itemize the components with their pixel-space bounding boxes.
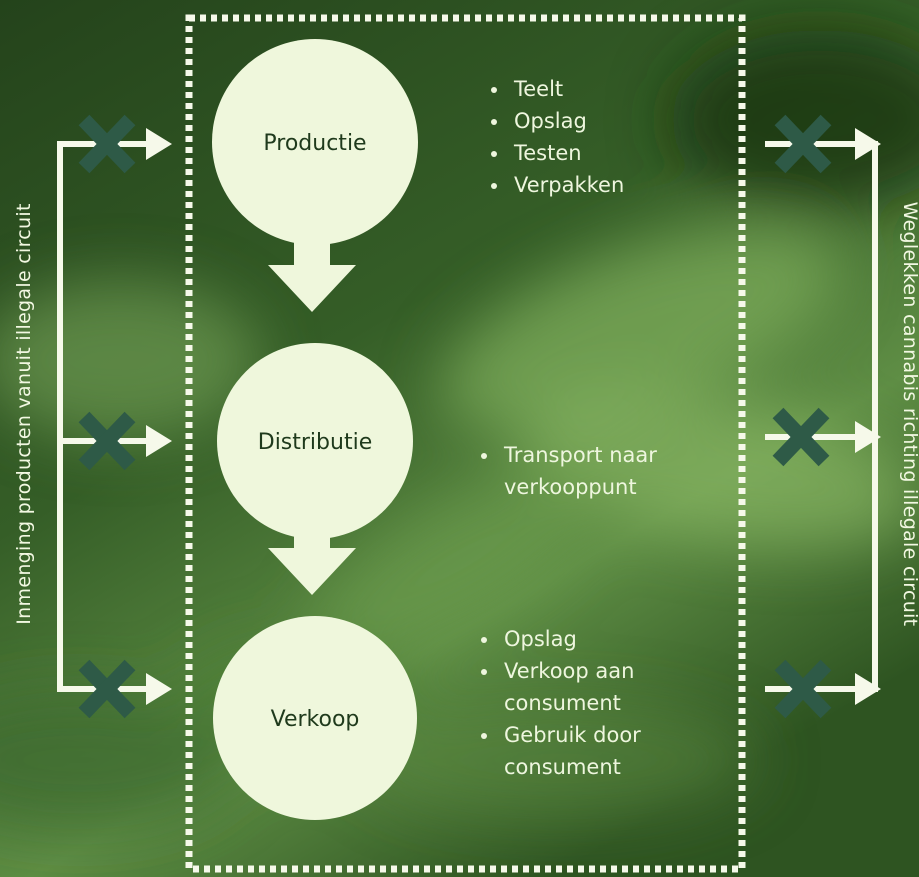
arrow-right-icon [146, 673, 172, 705]
blocked-cross-icon [774, 659, 832, 719]
stage-label: Productie [263, 131, 366, 156]
arrow-right-icon [146, 425, 172, 457]
stage-verkoop: Verkoop [213, 616, 417, 820]
blocked-cross-icon [78, 114, 136, 174]
arrow-right-icon [146, 128, 172, 160]
activity-item: Opslag [510, 105, 710, 137]
arrow-right-icon [855, 421, 881, 453]
verkoop-activities: Opslag Verkoop aan consument Gebruik doo… [474, 623, 720, 783]
arrow-right-icon [855, 673, 881, 705]
activity-item: Transport naar verkooppunt [500, 439, 734, 503]
distributie-activities: Transport naar verkooppunt [474, 439, 760, 503]
activity-item: Testen [510, 137, 710, 169]
productie-activities: Teelt Opslag Testen Verpakken [484, 73, 710, 201]
arrow-down-icon [268, 232, 356, 312]
stage-label: Distributie [258, 430, 372, 455]
stage-productie: Productie [212, 39, 418, 245]
activity-item: Gebruik door consument [500, 719, 674, 783]
stage-label: Verkoop [271, 707, 360, 732]
blocked-cross-icon [772, 407, 830, 467]
left-side-label: Inmenging producten vanuit illegale circ… [13, 203, 35, 624]
legal-chain-frame [185, 14, 746, 873]
stage-distributie: Distributie [217, 343, 413, 539]
arrow-right-icon [855, 128, 881, 160]
activity-item: Opslag [500, 623, 720, 655]
right-side-label: Weglekken cannabis richting illegale cir… [899, 202, 919, 627]
arrow-down-icon [268, 520, 356, 595]
blocked-cross-icon [774, 114, 832, 174]
blocked-cross-icon [78, 659, 136, 719]
left-infiltration-connector [57, 141, 150, 692]
activity-item: Verkoop aan consument [500, 655, 674, 719]
activity-item: Teelt [510, 73, 710, 105]
activity-item: Verpakken [510, 169, 710, 201]
blocked-cross-icon [78, 411, 136, 471]
